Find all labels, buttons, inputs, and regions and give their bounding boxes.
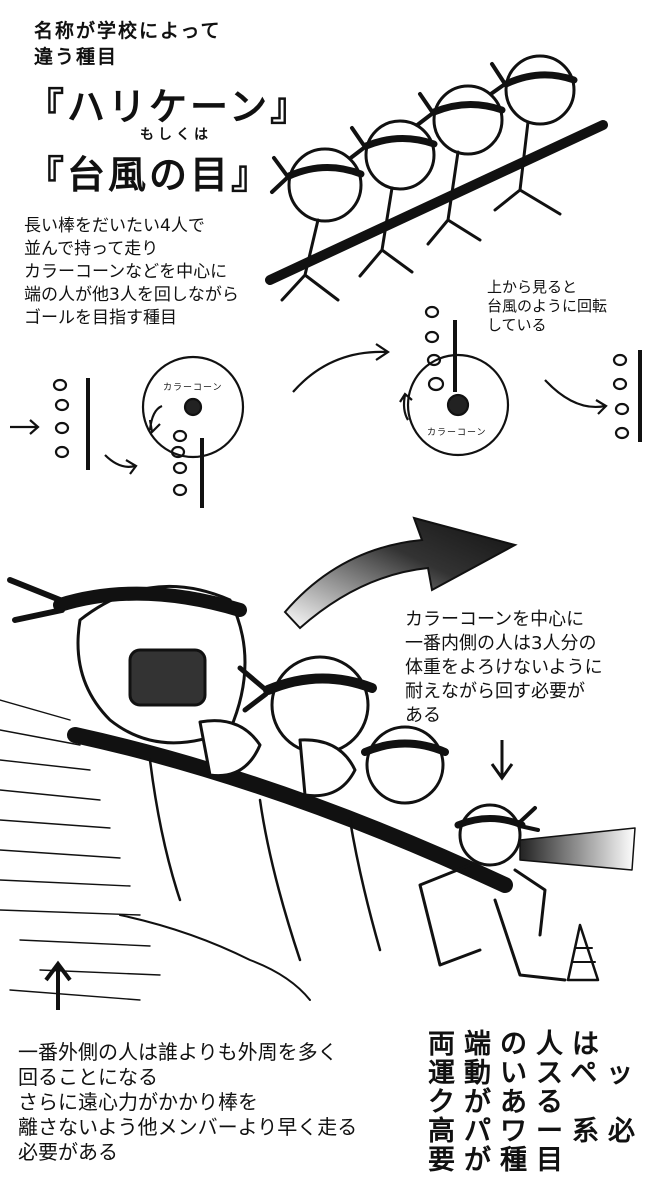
description-main: 長い棒をだいたい4人で 並んで持って走り カラーコーンなどを中心に 端の人が他3… bbox=[24, 216, 239, 328]
runners-stage-4 bbox=[612, 350, 642, 442]
top-view-diagram bbox=[10, 305, 642, 508]
curved-arrow-icon bbox=[104, 454, 138, 475]
runners-stage-1 bbox=[52, 378, 90, 470]
arrow-up-icon bbox=[44, 960, 72, 1010]
runners-stage-2 bbox=[170, 429, 204, 508]
four-runners-drawing bbox=[265, 54, 608, 302]
rotation-circle bbox=[141, 355, 245, 459]
title-line1: 名称が学校によって bbox=[34, 20, 222, 42]
cone-label: カラーコーン bbox=[163, 383, 223, 393]
title-subtitle: 名称が学校によって違う種目 bbox=[34, 18, 221, 70]
rotation-arrow-icon bbox=[283, 516, 518, 630]
description-inner-runner: カラーコーンを中心に 一番内側の人は3人分の 体重をよろけないように 耐えながら… bbox=[405, 609, 603, 726]
cone-label: カラーコーン bbox=[427, 428, 487, 438]
description-end-runners: 両端の人は 運動いスペックがある 高パワー系必要が種目 bbox=[428, 1029, 644, 1176]
color-cone-dot bbox=[446, 393, 470, 417]
curved-arrow-icon bbox=[292, 343, 390, 393]
title-line2: 違う種目 bbox=[34, 46, 119, 68]
arrow-down-icon bbox=[490, 740, 514, 781]
title-or: もしくは bbox=[140, 127, 212, 143]
title-typhoon: 『台風の目』 bbox=[26, 153, 273, 197]
color-cone-dot bbox=[183, 397, 203, 417]
description-top-view: 上から見ると 台風のように回転 している bbox=[487, 278, 608, 334]
arrow-right-icon bbox=[10, 419, 40, 435]
description-outer-runner: 一番外側の人は誰よりも外周を多く 回ることになる さらに遠心力がかかり棒を 離さ… bbox=[18, 1040, 358, 1164]
title-hurricane: 『ハリケーン』 bbox=[26, 85, 312, 129]
running-team-drawing bbox=[0, 577, 636, 1001]
rotation-circle bbox=[406, 353, 510, 457]
runners-stage-3 bbox=[424, 305, 457, 392]
curved-arrow-icon bbox=[544, 379, 608, 415]
